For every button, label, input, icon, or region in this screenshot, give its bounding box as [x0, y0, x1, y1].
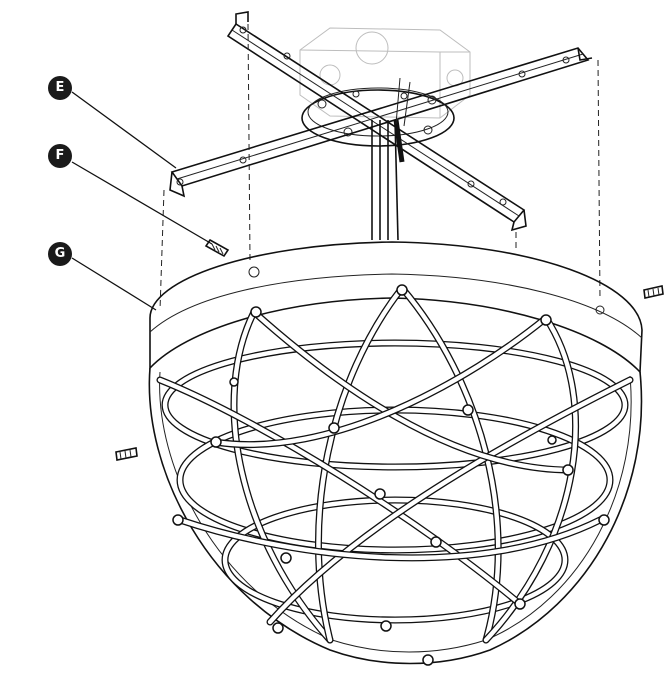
callout-f: F: [48, 144, 72, 168]
wire-stem: [371, 77, 411, 241]
callout-g: G: [48, 242, 72, 266]
mounting-cross-bar: [169, 11, 593, 232]
cage-rivets: [172, 284, 610, 666]
callout-e: E: [48, 76, 72, 100]
leader-lines: [71, 91, 213, 311]
screw-left: [115, 447, 138, 461]
cage-arcs: [156, 284, 634, 644]
canopy-ring: [149, 241, 643, 374]
screw-f: [204, 238, 230, 258]
ceiling-plate: [301, 87, 455, 147]
alignment-lines: [159, 23, 601, 311]
screw-right: [643, 285, 664, 299]
